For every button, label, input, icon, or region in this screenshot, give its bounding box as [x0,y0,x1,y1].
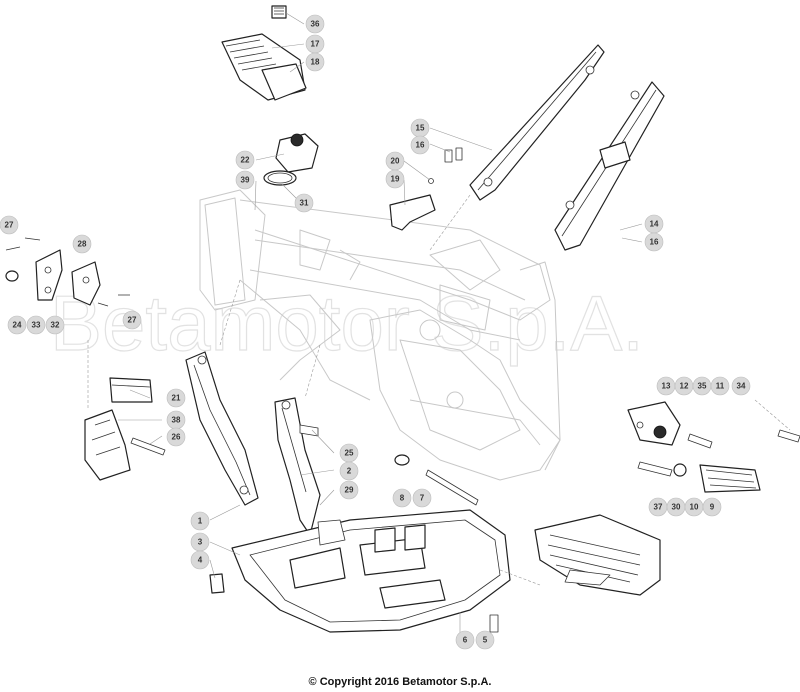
callout-label: 1 [198,517,203,526]
callout-label: 19 [391,175,400,184]
callout: 30 [666,497,686,517]
callout: 31 [294,193,314,213]
callout-label: 9 [710,503,715,512]
callout: 22 [235,150,255,170]
filler-cap [263,133,319,186]
callout: 11 [710,376,730,396]
engine-guard-left [185,351,259,506]
callout-label: 33 [32,321,41,330]
callout-label: 27 [5,221,14,230]
callout: 32 [45,315,65,335]
callout-label: 36 [311,20,320,29]
callout: 20 [385,151,405,171]
callout-label: 27 [128,316,137,325]
callout-label: 13 [662,382,671,391]
callout: 37 [648,497,668,517]
callout-label: 28 [78,240,87,249]
callout: 24 [7,315,27,335]
callout: 27 [0,215,19,235]
callout-label: 18 [311,58,320,67]
callout-label: 20 [391,157,400,166]
callout-label: 35 [698,382,707,391]
callout: 10 [684,497,704,517]
callouts: 36 17 18 15 16 22 20 39 19 31 14 16 27 2… [0,14,751,650]
callout: 8 [392,488,412,508]
callout-label: 26 [172,433,181,442]
bolt-5 [489,614,499,633]
subframe-right-rail [554,81,665,251]
callout-label: 6 [463,636,468,645]
callout-label: 21 [172,394,181,403]
frame-assembly [199,189,561,481]
left-heel-guard [84,377,166,481]
callout: 1 [190,511,210,531]
callout: 19 [385,169,405,189]
callout: 15 [410,118,430,138]
watermark: Betamotor S.p.A. [50,279,644,367]
callout: 14 [644,214,664,234]
callout-label: 38 [172,416,181,425]
callout: 9 [702,497,722,517]
callout-label: 30 [672,503,681,512]
callout-label: 10 [690,503,699,512]
callout-label: 15 [416,124,425,133]
callout: 33 [26,315,46,335]
callout-label: 29 [345,486,354,495]
callout: 29 [339,480,359,500]
callout: 16 [644,232,664,252]
callout: 17 [305,34,325,54]
callout-label: 2 [347,467,352,476]
callout: 16 [410,135,430,155]
callout-label: 7 [420,494,425,503]
leader-lines [87,12,791,638]
callout: 36 [305,14,325,34]
callout-label: 16 [416,141,425,150]
copyright-notice: © Copyright 2016 Betamotor S.p.A. [308,676,492,688]
callout: 35 [692,376,712,396]
rear-footrest-plate [534,514,661,596]
long-bolt [394,454,479,506]
callout: 12 [674,376,694,396]
callout: 28 [72,234,92,254]
right-footpeg-assembly [627,401,800,493]
callout-label: 31 [300,199,309,208]
subframe-left-rail [469,44,605,201]
callout: 26 [166,427,186,447]
callout: 4 [190,550,210,570]
callout-label: 12 [680,382,689,391]
callout-label: 16 [650,238,659,247]
callout: 27 [122,310,142,330]
callout: 21 [166,388,186,408]
callout: 2 [339,461,359,481]
callout-label: 17 [311,40,320,49]
callout-label: 25 [345,449,354,458]
callout: 34 [731,376,751,396]
callout: 13 [656,376,676,396]
callout: 39 [235,170,255,190]
callout-label: 14 [650,220,659,229]
callout: 6 [455,630,475,650]
left-brackets [5,237,130,307]
callout-label: 22 [241,156,250,165]
callout: 7 [412,488,432,508]
callout-label: 4 [198,556,203,565]
callout-label: 11 [716,382,725,391]
callout-label: 5 [483,636,488,645]
callout-label: 24 [13,321,22,330]
callout-label: 32 [51,321,60,330]
top-footpeg [221,5,307,101]
callout: 3 [190,532,210,552]
callout-label: 8 [400,494,405,503]
engine-guard-right [274,397,321,536]
callout-label: 34 [737,382,746,391]
callout: 25 [339,443,359,463]
callout-label: 3 [198,538,203,547]
callout-label: 39 [241,176,250,185]
skid-plate [209,509,511,633]
callout: 38 [166,410,186,430]
callout: 18 [305,52,325,72]
callout-label: 37 [654,503,663,512]
callout: 5 [475,630,495,650]
